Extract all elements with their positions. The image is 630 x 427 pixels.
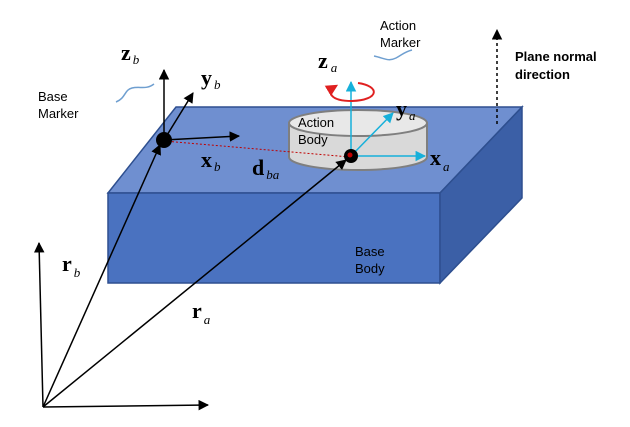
base-x-axis: [163, 131, 241, 142]
action-marker-label: Action Marker: [380, 18, 421, 50]
base-body-side-face: [439, 105, 523, 285]
base-marker-point: [156, 132, 172, 148]
action-marker-point-highlight: [347, 152, 353, 158]
action-y-axis: [350, 112, 394, 157]
rotation-arrow: [324, 82, 375, 103]
base-marker-leader: [115, 83, 155, 103]
base-marker-label: Base Marker: [38, 89, 79, 121]
action-marker-leader: [373, 49, 413, 61]
global-y-axis: [33, 241, 45, 408]
r-a-vector: [42, 159, 347, 408]
d-ba-line: [163, 140, 351, 158]
base-y-axis: [163, 92, 194, 141]
plane-normal-label: Plane normal direction: [515, 49, 600, 82]
r-b-vector: [42, 144, 161, 408]
global-x-axis: [42, 399, 210, 411]
base-body-front-face: [107, 192, 441, 284]
base-body-label: Base Body: [355, 244, 388, 276]
action-body-label: Action Body: [298, 115, 338, 147]
